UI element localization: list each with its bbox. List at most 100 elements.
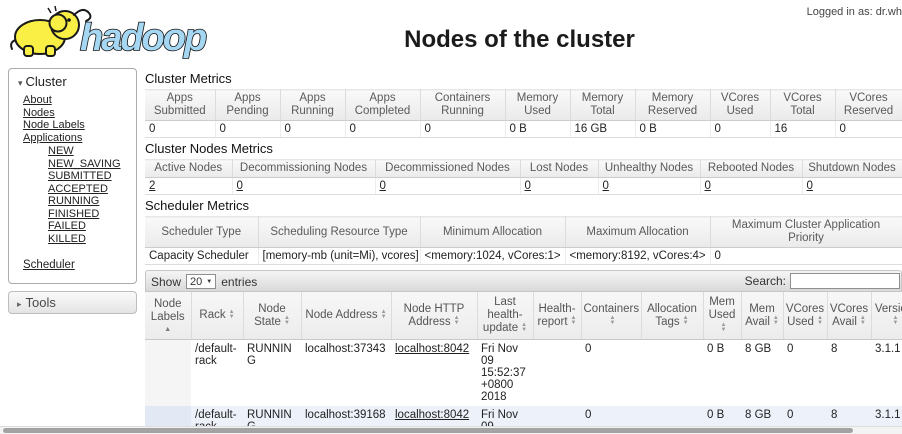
- col-decommissioning-nodes: Decommissioning Nodes: [232, 159, 376, 178]
- col-shutdown-nodes: Shutdown Nodes: [802, 159, 902, 178]
- cell-node-state: RUNNING: [243, 339, 301, 406]
- col-max-cluster-app-priority: Maximum Cluster Application Priority: [710, 216, 902, 248]
- node-http-address-link[interactable]: localhost:8042: [395, 343, 470, 355]
- node-http-address-link[interactable]: localhost:8042: [395, 409, 470, 421]
- cluster-metrics-heading: Cluster Metrics: [145, 71, 232, 86]
- entries-label: entries: [221, 274, 258, 289]
- cluster-metrics-values-row: 0 0 0 0 0 0 B 16 GB 0 B 0 16 0: [145, 120, 902, 138]
- page-header: hadoop Logged in as: dr.wh Nodes of the …: [0, 0, 902, 68]
- col-header-version[interactable]: Version▲▼: [871, 292, 902, 340]
- sidebar-tools-header[interactable]: ▸Tools: [8, 291, 137, 314]
- active-nodes-link[interactable]: 2: [149, 180, 156, 192]
- lost-nodes-link[interactable]: 0: [524, 180, 531, 192]
- main-content: Cluster Metrics Apps Submitted Apps Pend…: [145, 68, 902, 434]
- sidebar-item-new[interactable]: NEW: [48, 145, 74, 157]
- cluster-nodes-metrics-heading: Cluster Nodes Metrics: [145, 141, 273, 156]
- entries-select[interactable]: 20 ▼: [186, 274, 217, 289]
- col-unhealthy-nodes: Unhealthy Nodes: [598, 159, 701, 178]
- col-vcores-total: VCores Total: [770, 89, 836, 121]
- horizontal-scrollbar[interactable]: [0, 426, 902, 434]
- memory-used-value: 0 B: [505, 120, 571, 138]
- col-apps-pending: Apps Pending: [215, 89, 281, 121]
- apps-pending-value: 0: [215, 120, 281, 138]
- select-arrow-icon: ▼: [206, 278, 213, 285]
- sort-icon: ▲▼: [570, 315, 577, 327]
- apps-running-value: 0: [280, 120, 346, 138]
- col-header-node-address[interactable]: Node Address▲▼: [301, 292, 392, 340]
- col-memory-reserved: Memory Reserved: [635, 89, 711, 121]
- col-header-node-labels[interactable]: Node Labels ▲: [145, 292, 192, 340]
- sort-icon: ▲▼: [772, 315, 779, 327]
- col-vcores-used: VCores Used: [710, 89, 771, 121]
- sidebar-cluster-header[interactable]: ▾Cluster: [18, 74, 67, 89]
- sort-icon: ▲▼: [283, 315, 290, 327]
- cell-vcores-avail: 8: [827, 339, 871, 406]
- show-label: Show: [151, 274, 182, 289]
- hadoop-elephant-icon: hadoop: [10, 5, 209, 60]
- sidebar-item-running[interactable]: RUNNING: [48, 195, 100, 207]
- search-input[interactable]: [790, 273, 900, 289]
- sidebar-item-finished[interactable]: FINISHED: [48, 207, 100, 220]
- cluster-metrics-table: Apps Submitted Apps Pending Apps Running…: [145, 89, 902, 138]
- col-header-vcores-avail[interactable]: VCores Avail▲▼: [827, 292, 872, 340]
- col-header-vcores-used[interactable]: VCores Used▲▼: [783, 292, 828, 340]
- sidebar-item-killed[interactable]: KILLED: [48, 232, 86, 245]
- sidebar-item-nodes[interactable]: Nodes: [23, 106, 55, 119]
- sidebar-item-about[interactable]: About: [23, 94, 52, 106]
- col-header-node-http-address[interactable]: Node HTTP Address▲▼: [391, 292, 478, 340]
- hadoop-wordmark: hadoop: [80, 17, 206, 59]
- col-header-last-health-update[interactable]: Last health-update▲▼: [477, 292, 534, 340]
- col-active-nodes: Active Nodes: [145, 159, 233, 178]
- col-header-node-state[interactable]: Node State▲▼: [243, 292, 302, 340]
- col-containers-running: Containers Running: [420, 89, 506, 121]
- memory-total-value: 16 GB: [570, 120, 636, 138]
- scheduler-metrics-values-row: Capacity Scheduler [memory-mb (unit=Mi),…: [145, 247, 902, 265]
- cell-mem-avail: 8 GB: [741, 339, 783, 406]
- sidebar-item-node-labels[interactable]: Node Labels: [23, 119, 85, 131]
- sort-ascending-icon: ▲: [164, 325, 172, 333]
- col-apps-submitted: Apps Submitted: [145, 89, 216, 121]
- cell-health-report: [533, 339, 581, 406]
- col-header-allocation-tags[interactable]: Allocation Tags▲▼: [641, 292, 704, 340]
- col-header-containers[interactable]: Containers▲▼: [581, 292, 642, 340]
- col-header-health-report[interactable]: Health-report▲▼: [533, 292, 582, 340]
- scheduler-metrics-table: Scheduler Type Scheduling Resource Type …: [145, 216, 902, 265]
- col-scheduling-resource-type: Scheduling Resource Type: [258, 216, 421, 248]
- cell-vcores-used: 0: [783, 339, 827, 406]
- scheduling-resource-type-value: [memory-mb (unit=Mi), vcores]: [258, 247, 421, 265]
- cell-rack: /default-rack: [191, 339, 243, 406]
- sidebar-item-applications[interactable]: Applications: [23, 131, 83, 144]
- horizontal-scrollbar-thumb[interactable]: [3, 428, 853, 433]
- decommissioning-nodes-link[interactable]: 0: [236, 180, 243, 192]
- decommissioned-nodes-link[interactable]: 0: [379, 180, 386, 192]
- sort-icon: ▲▼: [609, 315, 616, 327]
- sidebar-item-accepted[interactable]: ACCEPTED: [48, 182, 108, 195]
- hadoop-logo[interactable]: hadoop: [8, 4, 236, 67]
- col-header-rack[interactable]: Rack▲▼: [191, 292, 244, 340]
- cell-last-health-update: Fri Nov 09 15:52:37 +0800 2018: [477, 339, 533, 406]
- sidebar-cluster-box: ▾Cluster About Nodes Node Labels Applica…: [8, 68, 137, 284]
- rebooted-nodes-link[interactable]: 0: [704, 180, 711, 192]
- max-cluster-app-priority-value: 0: [710, 247, 902, 265]
- col-header-mem-avail[interactable]: Mem Avail▲▼: [741, 292, 784, 340]
- logged-in-as: Logged in as: dr.wh: [806, 6, 902, 18]
- col-memory-used: Memory Used: [505, 89, 571, 121]
- table-toolbar: Show 20 ▼ entries Search:: [145, 270, 902, 292]
- nodes-table: Node Labels ▲ Rack▲▼ Node State▲▼ Node A…: [145, 292, 902, 434]
- search-label: Search:: [744, 274, 786, 288]
- col-rebooted-nodes: Rebooted Nodes: [700, 159, 803, 178]
- col-scheduler-type: Scheduler Type: [145, 216, 259, 248]
- sidebar-item-submitted[interactable]: SUBMITTED: [48, 170, 112, 182]
- col-header-mem-used[interactable]: Mem Used▲▼: [703, 292, 742, 340]
- sidebar-item-scheduler[interactable]: Scheduler: [23, 259, 75, 271]
- cell-mem-used: 0 B: [703, 339, 741, 406]
- sidebar-item-new-saving[interactable]: NEW_SAVING: [48, 157, 121, 170]
- cell-node-address: localhost:37343: [301, 339, 391, 406]
- shutdown-nodes-link[interactable]: 0: [806, 180, 813, 192]
- sort-icon: ▲▼: [228, 308, 235, 320]
- apps-completed-value: 0: [345, 120, 421, 138]
- unhealthy-nodes-link[interactable]: 0: [602, 180, 609, 192]
- vcores-total-value: 16: [770, 120, 836, 138]
- sidebar-item-failed[interactable]: FAILED: [48, 220, 86, 232]
- col-apps-running: Apps Running: [280, 89, 346, 121]
